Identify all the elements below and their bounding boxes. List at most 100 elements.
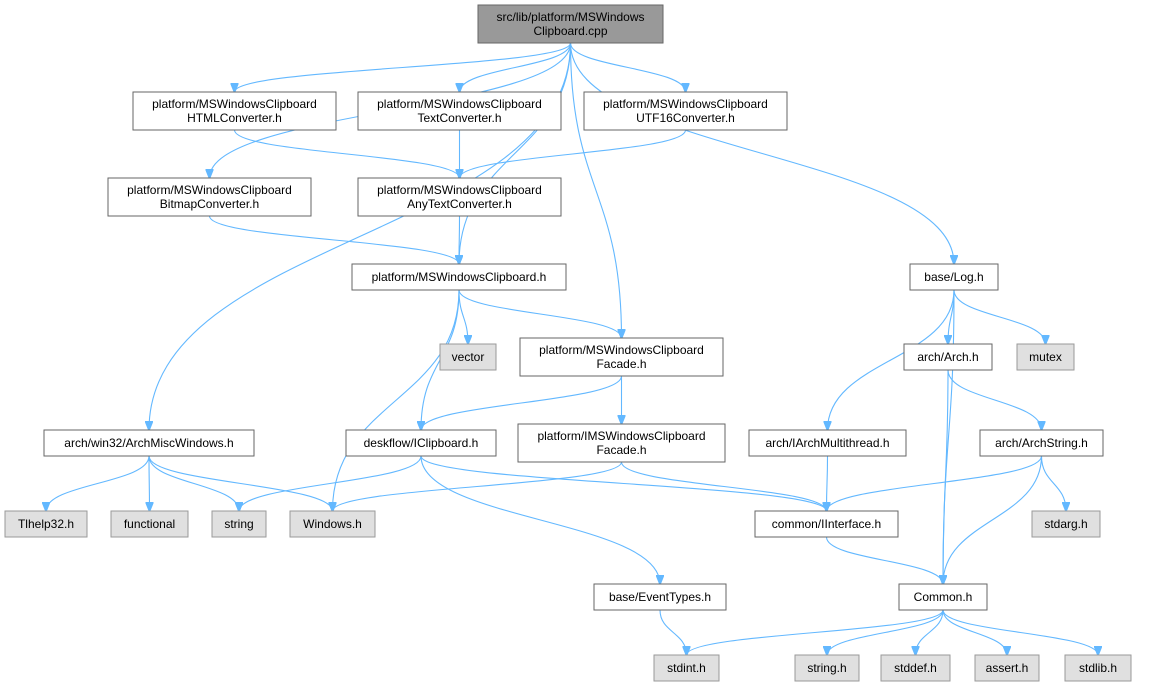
node-label-line: stddef.h <box>894 661 937 675</box>
node-label-line: platform/IMSWindowsClipboard <box>537 429 705 443</box>
node-box <box>357 177 562 217</box>
node-box <box>1016 343 1075 371</box>
node-arch[interactable]: arch/Arch.h <box>903 343 993 371</box>
edge-common-to-assert <box>942 609 1007 655</box>
node-iarchmt[interactable]: arch/IArchMultithread.h <box>748 429 907 457</box>
node-box <box>979 429 1104 457</box>
node-label-line: AnyTextConverter.h <box>407 197 512 211</box>
node-label-line: BitmapConverter.h <box>160 197 259 211</box>
node-box <box>748 429 907 457</box>
node-label-line: string <box>224 517 253 531</box>
node-label-line: stdint.h <box>667 661 706 675</box>
node-label-line: Facade.h <box>596 357 646 371</box>
node-label-line: stdlib.h <box>1079 661 1117 675</box>
edge-root-to-html_conv <box>235 42 572 92</box>
node-clipboard-h[interactable]: platform/MSWindowsClipboard.h <box>351 263 567 291</box>
edge-common-to-stdint <box>687 609 944 655</box>
node-box <box>653 654 720 682</box>
node-label-line: arch/win32/ArchMiscWindows.h <box>64 436 233 450</box>
node-label-line: platform/MSWindowsClipboard <box>603 97 768 111</box>
edge-root-to-log <box>569 42 955 264</box>
node-label-line: TextConverter.h <box>417 111 501 125</box>
edge-root-to-utf16_conv <box>569 42 686 92</box>
edge-imsfacade-to-windows <box>333 461 623 511</box>
node-box <box>289 510 376 538</box>
edge-archmisc-to-functional <box>149 455 150 511</box>
edge-clipboard_h-to-facade_h <box>458 289 622 338</box>
node-text-conv[interactable]: platform/MSWindowsClipboardTextConverter… <box>357 91 562 131</box>
node-log[interactable]: base/Log.h <box>909 263 999 291</box>
node-windows: Windows.h <box>289 510 376 538</box>
node-label-line: stdarg.h <box>1044 517 1087 531</box>
node-label-line: Windows.h <box>303 517 362 531</box>
edge-iclipboard-to-eventtypes <box>420 455 660 584</box>
node-label-line: arch/Arch.h <box>917 350 978 364</box>
node-box <box>593 583 727 611</box>
node-label-line: functional <box>124 517 175 531</box>
node-common[interactable]: Common.h <box>898 583 988 611</box>
edge-bitmap_conv-to-clipboard_h <box>208 215 460 264</box>
node-box <box>43 429 255 457</box>
edge-iclipboard-to-iinterface <box>420 455 827 511</box>
edge-iinterface-to-common <box>825 536 944 584</box>
node-box <box>754 510 899 538</box>
edge-root-to-clipboard_h <box>459 42 572 264</box>
node-label-line: platform/MSWindowsClipboard <box>152 97 317 111</box>
node-html-conv[interactable]: platform/MSWindowsClipboardHTMLConverter… <box>132 91 337 131</box>
node-label-line: assert.h <box>986 661 1029 675</box>
edge-common-to-stdlib <box>942 609 1098 655</box>
node-label-line: Tlhelp32.h <box>18 517 74 531</box>
edge-clipboard_h-to-windows <box>333 289 460 511</box>
node-utf16-conv[interactable]: platform/MSWindowsClipboardUTF16Converte… <box>583 91 788 131</box>
node-label-line: Clipboard.cpp <box>533 24 607 38</box>
nodes: src/lib/platform/MSWindowsClipboard.cpp p… <box>4 4 1132 682</box>
edge-archmisc-to-tlhelp <box>46 455 150 511</box>
node-mutex: mutex <box>1016 343 1075 371</box>
node-box <box>110 510 189 538</box>
node-functional: functional <box>110 510 189 538</box>
node-label-line: arch/ArchString.h <box>995 436 1088 450</box>
node-label-line: base/Log.h <box>924 270 983 284</box>
node-label-line: mutex <box>1029 350 1062 364</box>
node-label-line: common/IInterface.h <box>772 517 881 531</box>
node-box <box>1031 510 1101 538</box>
node-archmisc[interactable]: arch/win32/ArchMiscWindows.h <box>43 429 255 457</box>
node-label-line: vector <box>452 350 485 364</box>
node-box <box>477 4 664 44</box>
node-assert: assert.h <box>974 654 1040 682</box>
node-box <box>880 654 951 682</box>
node-iinterface[interactable]: common/IInterface.h <box>754 510 899 538</box>
node-box <box>794 654 860 682</box>
edge-iclipboard-to-string <box>239 455 422 511</box>
node-box <box>898 583 988 611</box>
edge-common-to-string_h <box>827 609 944 655</box>
node-box <box>211 510 267 538</box>
node-root[interactable]: src/lib/platform/MSWindowsClipboard.cpp <box>477 4 664 44</box>
node-label-line: platform/MSWindowsClipboard <box>377 183 542 197</box>
node-label-line: base/EventTypes.h <box>609 590 711 604</box>
node-anytext-conv[interactable]: platform/MSWindowsClipboardAnyTextConver… <box>357 177 562 217</box>
node-box <box>4 510 88 538</box>
node-eventtypes[interactable]: base/EventTypes.h <box>593 583 727 611</box>
node-vector: vector <box>439 343 497 371</box>
edge-html_conv-to-anytext_conv <box>233 129 460 178</box>
node-box <box>439 343 497 371</box>
node-label-line: platform/MSWindowsClipboard <box>127 183 292 197</box>
node-label-line: platform/MSWindowsClipboard.h <box>372 270 547 284</box>
node-label-line: src/lib/platform/MSWindows <box>496 10 644 24</box>
edge-arch-to-common <box>943 369 949 584</box>
edge-log-to-mutex <box>953 289 1046 344</box>
node-box <box>132 91 337 131</box>
node-bitmap-conv[interactable]: platform/MSWindowsClipboardBitmapConvert… <box>107 177 312 217</box>
node-label-line: Common.h <box>914 590 973 604</box>
edge-archmisc-to-windows <box>148 455 333 511</box>
node-box <box>909 263 999 291</box>
node-iclipboard[interactable]: deskflow/IClipboard.h <box>345 429 497 457</box>
node-label-line: platform/MSWindowsClipboard <box>377 97 542 111</box>
node-stddef: stddef.h <box>880 654 951 682</box>
node-archstring[interactable]: arch/ArchString.h <box>979 429 1104 457</box>
node-box <box>517 423 726 463</box>
edge-archstring-to-stdarg <box>1040 455 1067 511</box>
